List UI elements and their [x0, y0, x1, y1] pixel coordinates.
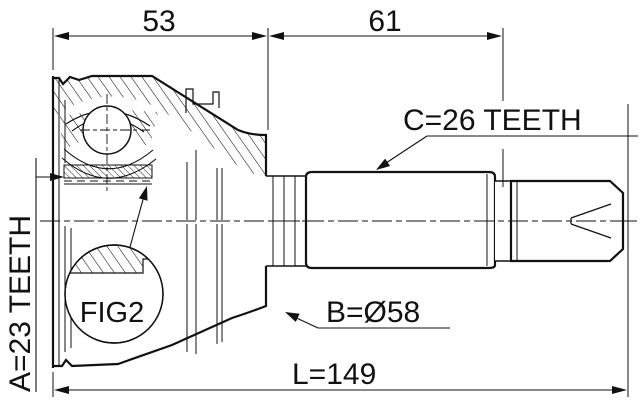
- shaft: [304, 170, 625, 270]
- a-teeth-text: A=23 TEETH: [4, 215, 37, 392]
- dimension-length: L=149: [52, 104, 629, 397]
- inner-race-hatch-right: [128, 110, 158, 146]
- label-c-teeth: C=26 TEETH: [376, 104, 638, 170]
- b-diameter-text: B=Ø58: [326, 296, 420, 329]
- dimension-61: 61: [269, 5, 504, 187]
- shaft-barrel: [304, 170, 497, 270]
- inner-race-hatch-left: [60, 112, 88, 150]
- dim-53-value: 53: [142, 5, 175, 38]
- dimension-53: 53: [52, 5, 269, 130]
- label-a-teeth: A=23 TEETH: [4, 158, 64, 392]
- detail-circle-stroke: [64, 244, 164, 344]
- housing-wall-hatch: [53, 76, 266, 175]
- housing-outline-bottom: [53, 266, 268, 368]
- c-teeth-text: C=26 TEETH: [403, 104, 582, 137]
- dim-length-value: L=149: [292, 358, 376, 391]
- label-b-diameter: B=Ø58: [285, 296, 450, 329]
- fig2-leader-arrow: [138, 186, 148, 201]
- spline-taper-top: [570, 203, 612, 219]
- housing-outline-top: [53, 74, 268, 176]
- housing-section: [51, 74, 268, 368]
- snap-ring-clip: [185, 88, 220, 113]
- detail-callout-fig2: FIG2: [64, 186, 164, 344]
- spline-taper-bottom: [570, 223, 612, 239]
- fig2-label: FIG2: [80, 297, 144, 329]
- inner-spline-band: [63, 164, 153, 179]
- fig2-leader: [129, 195, 145, 248]
- dim-61-value: 61: [368, 5, 401, 38]
